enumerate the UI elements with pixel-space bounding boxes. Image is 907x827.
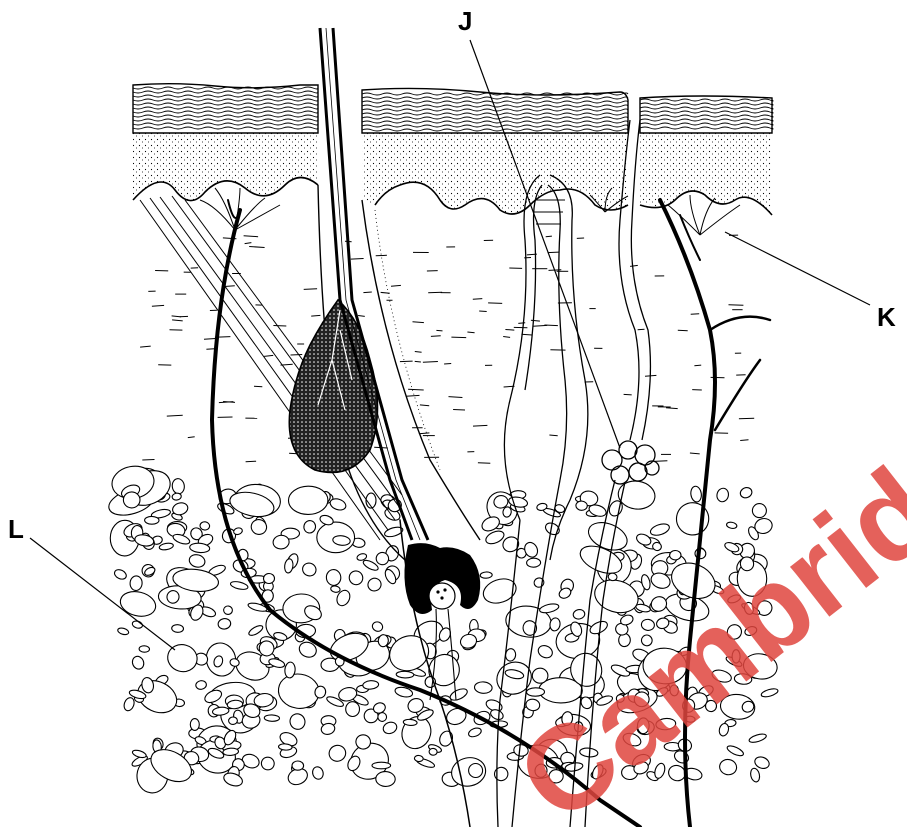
label-k: K xyxy=(877,302,896,332)
pointer-k xyxy=(725,232,870,305)
label-j: J xyxy=(458,6,472,36)
dermis-texture xyxy=(140,235,754,465)
label-l: L xyxy=(8,514,24,544)
pointer-l xyxy=(30,538,175,650)
watermark: Cambridge xyxy=(494,356,907,827)
